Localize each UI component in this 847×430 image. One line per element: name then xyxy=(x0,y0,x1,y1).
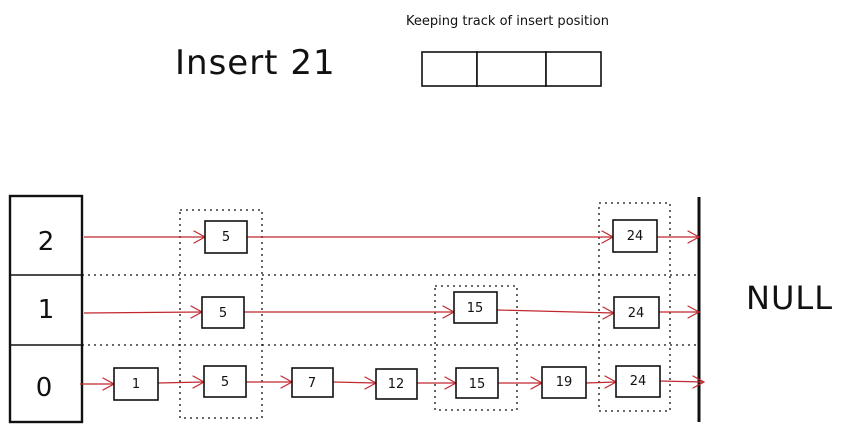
node-value: 7 xyxy=(308,376,316,391)
level-column-box xyxy=(8,194,84,424)
node-value: 5 xyxy=(222,230,230,245)
node-box xyxy=(613,296,660,329)
pointer-arrows xyxy=(80,230,706,391)
node-box xyxy=(204,220,248,254)
node: 19 xyxy=(541,366,587,399)
tower-outline-15 xyxy=(434,285,518,411)
node-box xyxy=(291,367,334,398)
pointer-arrow xyxy=(585,381,617,384)
node-box xyxy=(453,291,498,324)
title: Insert 21 xyxy=(175,43,336,83)
node: 5 xyxy=(204,220,248,254)
tracker-caption: Keeping track of insert position xyxy=(406,14,609,29)
arrowhead xyxy=(692,375,706,389)
node: 5 xyxy=(203,365,247,398)
node-box xyxy=(201,296,245,329)
pointer-arrow xyxy=(659,380,705,383)
node: 5 xyxy=(201,296,245,329)
node: 15 xyxy=(453,291,498,324)
tracker-cell-2 xyxy=(476,51,547,87)
pointer-arrow xyxy=(332,381,377,384)
tracker-cell-1 xyxy=(421,51,478,87)
node-box xyxy=(375,368,418,400)
node: 15 xyxy=(455,367,499,399)
node-box xyxy=(541,366,587,399)
node-value: 15 xyxy=(469,377,486,392)
node-box xyxy=(203,365,247,398)
node: 1 xyxy=(113,367,159,401)
tracker-cell-3 xyxy=(545,51,602,87)
pointer-arrow xyxy=(496,309,615,314)
pointer-arrow xyxy=(83,311,203,314)
null-label: NULL xyxy=(746,279,833,317)
node: 24 xyxy=(615,365,661,398)
node: 12 xyxy=(375,368,418,400)
node: 24 xyxy=(612,219,658,253)
tower-outline-24 xyxy=(598,202,671,412)
insert-position-tracker xyxy=(421,51,602,87)
node-value: 19 xyxy=(556,375,573,390)
node-value: 5 xyxy=(221,375,229,390)
node-value: 24 xyxy=(628,306,645,321)
node: 7 xyxy=(291,367,334,398)
node-box xyxy=(615,365,661,398)
node-value: 12 xyxy=(388,377,405,392)
node-value: 15 xyxy=(467,301,484,316)
arrowhead xyxy=(687,305,701,319)
node-box xyxy=(455,367,499,399)
nodes: 5 24 5 15 24 1 5 7 xyxy=(113,219,661,401)
node-value: 24 xyxy=(627,229,644,244)
node: 24 xyxy=(613,296,660,329)
level-header-column: 2 1 0 xyxy=(8,194,84,424)
node-value: 5 xyxy=(219,306,227,321)
level-label-0: 0 xyxy=(36,373,53,403)
node-box xyxy=(612,219,658,253)
level-label-1: 1 xyxy=(38,295,55,325)
level-label-2: 2 xyxy=(38,227,55,257)
node-box xyxy=(113,367,159,401)
pointer-arrow xyxy=(157,381,205,384)
tower-outline-5 xyxy=(179,209,263,419)
node-value: 24 xyxy=(630,374,647,389)
arrowhead xyxy=(687,230,701,244)
node-value: 1 xyxy=(132,377,140,392)
